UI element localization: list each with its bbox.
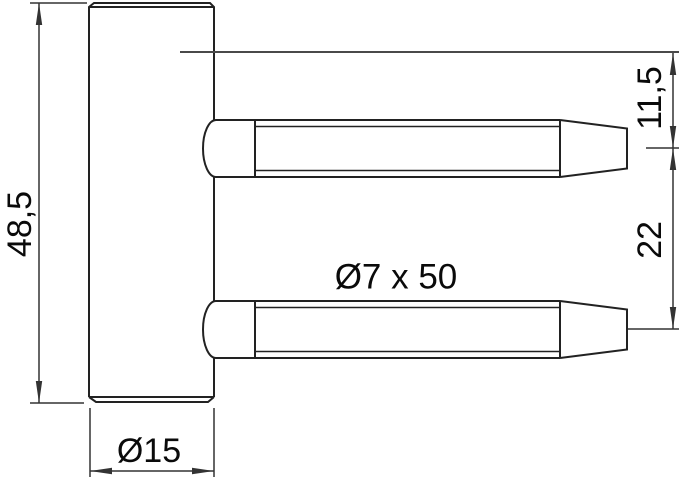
- body-diameter-label: Ø15: [117, 432, 181, 470]
- arrowheads-group: [35, 3, 677, 475]
- dimension-lines-group: [30, 2, 679, 477]
- body-bottom-edge: [88, 396, 215, 403]
- dimension-pin-positions: [628, 53, 679, 330]
- overall-height-label: 48,5: [1, 191, 39, 257]
- pin-upper-taper: [559, 119, 628, 178]
- pin-lower-dome-cap: [202, 300, 217, 359]
- arrow-height-up: [35, 3, 43, 25]
- arrow-spacing-up: [669, 148, 677, 170]
- dimension-labels-group: 48,5 11,5 22 Ø7 x 50 Ø15: [1, 66, 669, 470]
- body-outline: [88, 1, 215, 397]
- top-pin-offset-label: 11,5: [631, 66, 669, 130]
- arrow-diameter-right: [192, 467, 214, 475]
- pin-upper: [202, 119, 628, 178]
- pin-lower: [202, 300, 628, 359]
- pin-upper-dome-cap: [202, 119, 217, 178]
- pin-lower-taper: [559, 300, 628, 359]
- arrow-diameter-left: [90, 467, 112, 475]
- arrow-offset-up: [669, 53, 677, 75]
- arrow-spacing-down: [669, 307, 677, 329]
- part-outline-group: [88, 1, 628, 403]
- pin-spacing-label: 22: [631, 221, 669, 259]
- arrow-offset-down: [669, 126, 677, 148]
- pin-spec-label: Ø7 x 50: [335, 257, 458, 296]
- arrow-height-down: [35, 381, 43, 403]
